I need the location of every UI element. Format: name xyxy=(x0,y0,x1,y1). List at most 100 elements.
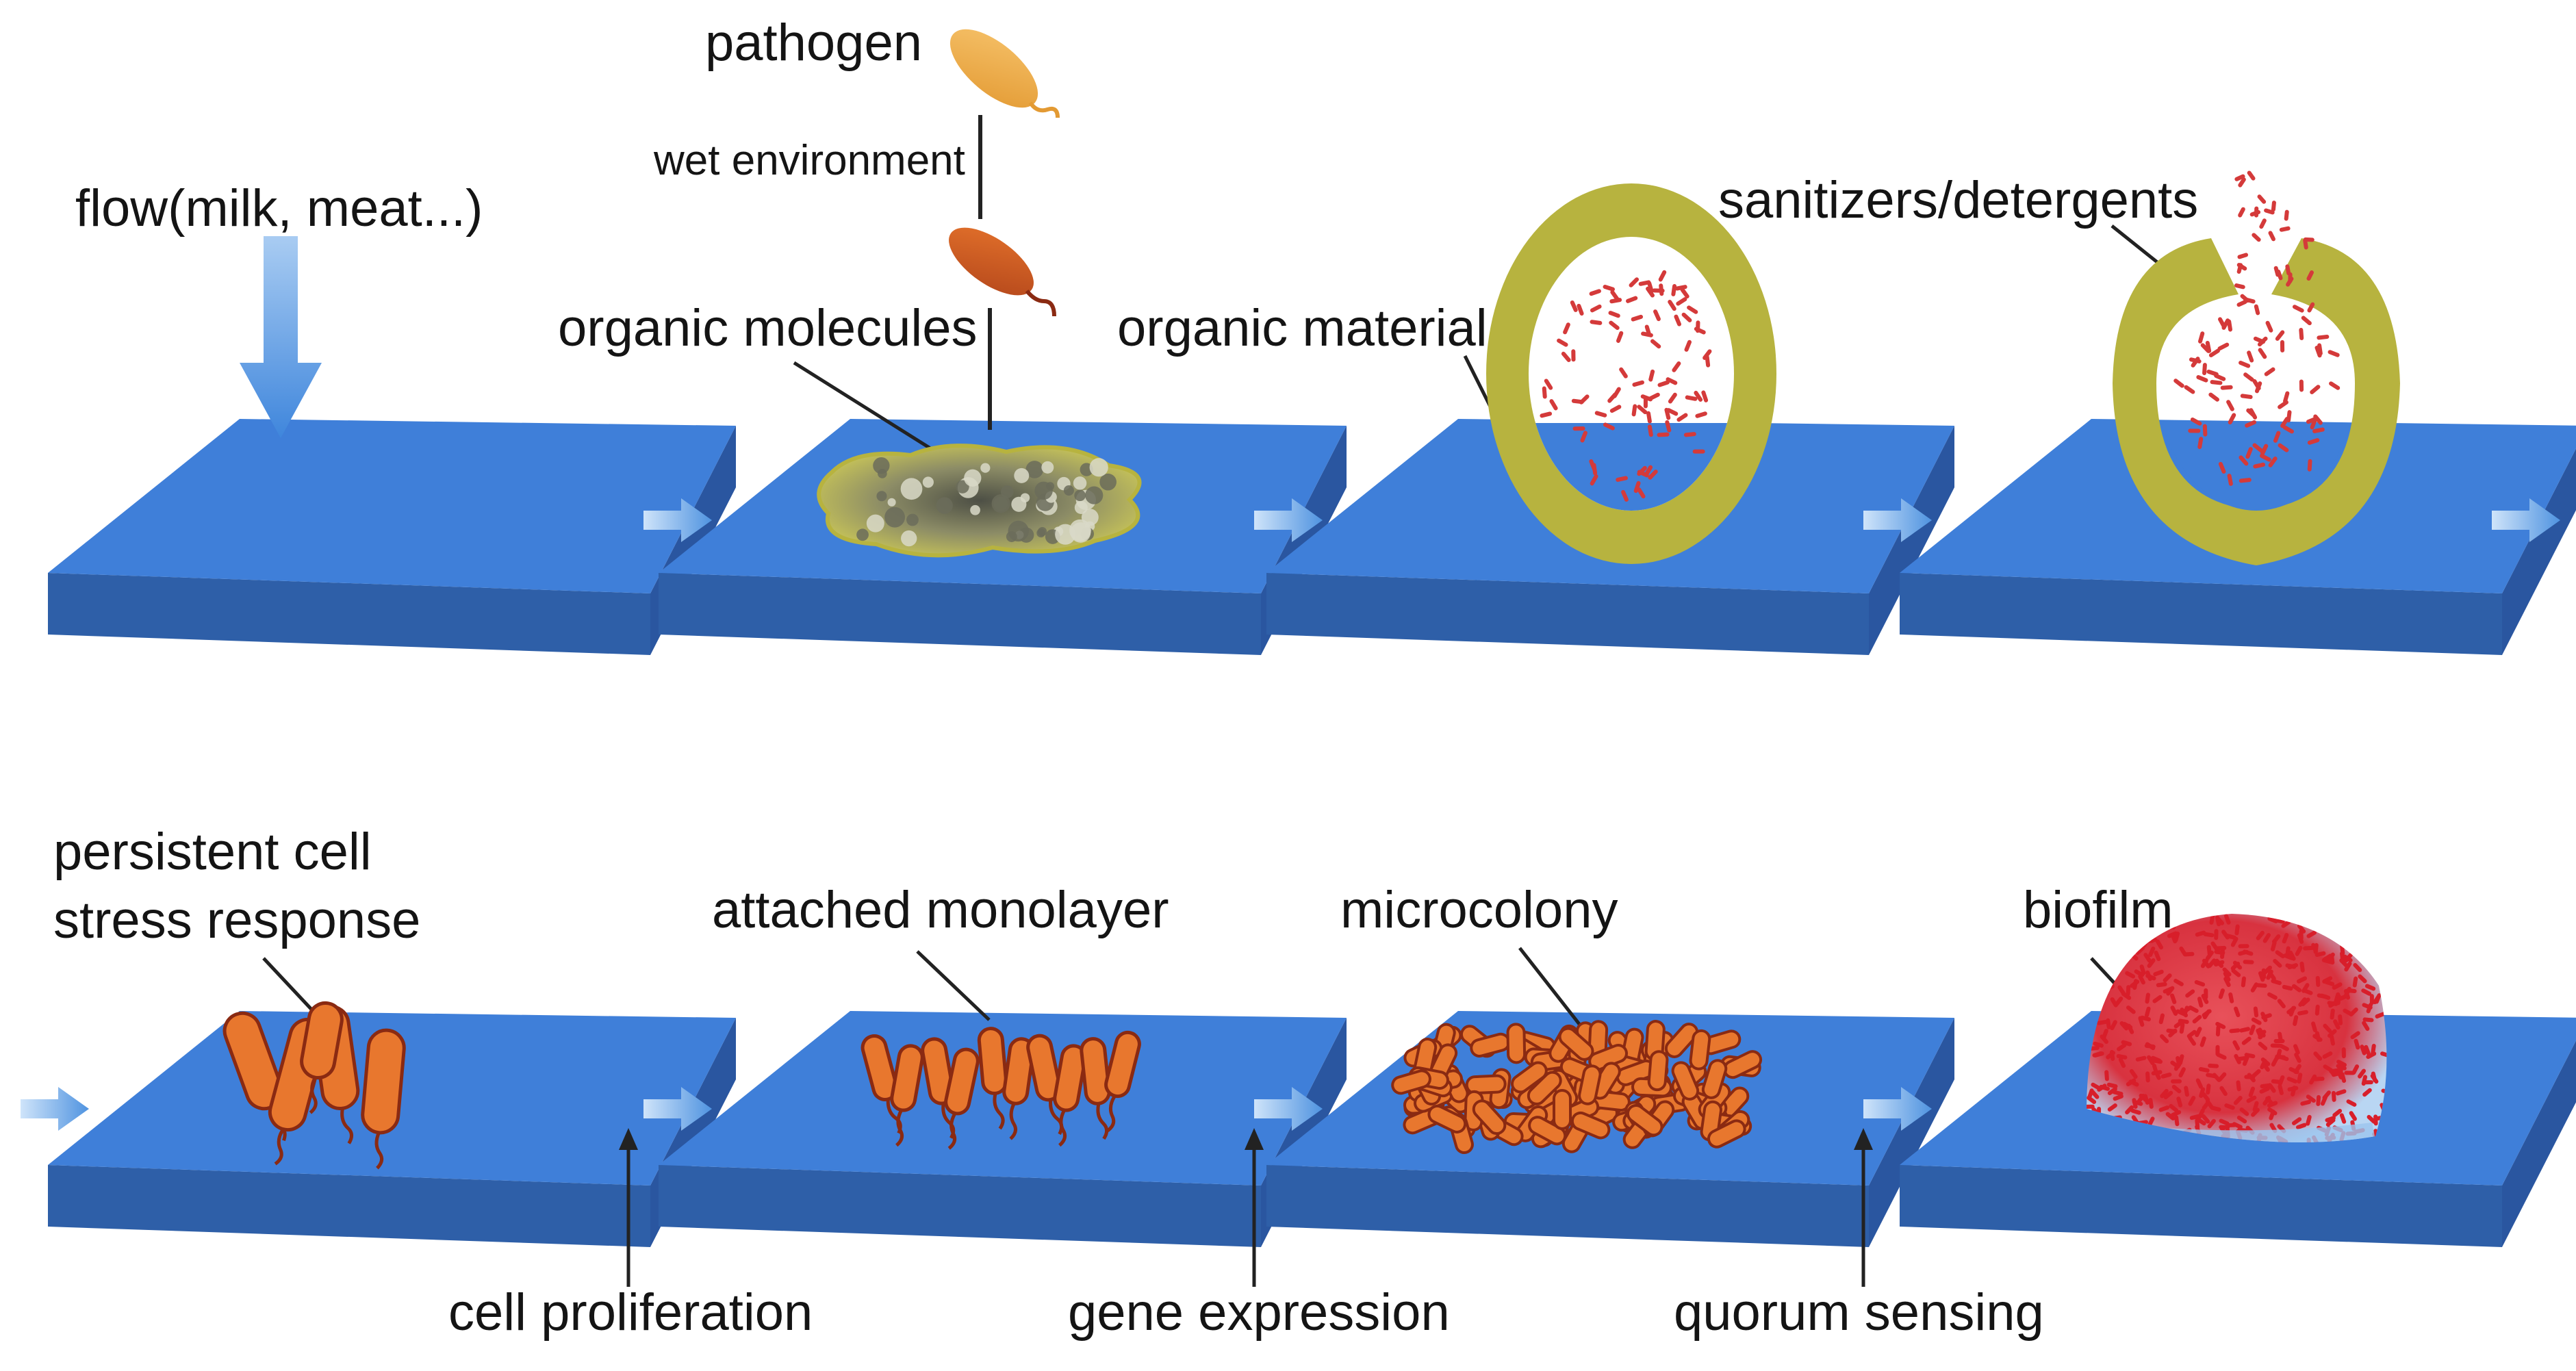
bacterium-dash xyxy=(1610,290,1620,301)
bacterium-dash xyxy=(2317,334,2330,340)
flagellum xyxy=(340,1107,353,1144)
bacterium-dash xyxy=(2264,367,2275,376)
biofilm-cell xyxy=(2346,1099,2357,1107)
biofilm-cell xyxy=(2132,979,2139,990)
cell-body xyxy=(1472,1099,1507,1136)
biofilm-cell xyxy=(2380,1051,2387,1058)
microcolony-cell xyxy=(1707,1119,1746,1149)
biofilm-cell xyxy=(2148,1097,2154,1109)
biofilm-cell xyxy=(2135,1055,2147,1062)
biofilm-cell xyxy=(2258,1042,2268,1051)
biofilm-cell xyxy=(2239,1107,2249,1116)
gene-expression-label: gene expression xyxy=(1068,1283,1450,1342)
bacterium-dash xyxy=(2313,414,2323,425)
biofilm-cell xyxy=(2352,932,2362,940)
cell-body xyxy=(1626,1104,1663,1137)
biofilm-cell xyxy=(2108,939,2115,951)
biofilm-cell xyxy=(2188,1095,2196,1106)
biofilm-cell xyxy=(2121,1040,2132,1047)
organic-material-shell xyxy=(1486,183,1776,564)
sanitizer-particle xyxy=(2247,170,2256,181)
biofilm-cell xyxy=(2317,993,2328,999)
biofilm-cell xyxy=(2182,1005,2193,1014)
bacterium-dash xyxy=(1540,411,1553,418)
bacterium-dash xyxy=(1648,392,1660,401)
biofilm-cell xyxy=(2087,1104,2095,1109)
biofilm-cell xyxy=(2230,961,2241,971)
biofilm-cell xyxy=(2323,979,2335,986)
biofilm-cell xyxy=(2195,1078,2203,1089)
bacterium-dash xyxy=(1676,297,1687,306)
bacterium-dash xyxy=(1643,396,1648,409)
bacterium-dash xyxy=(1648,470,1658,480)
biofilm-cell xyxy=(2343,1008,2354,1016)
biofilm-cell xyxy=(2314,1004,2320,1016)
cell-body xyxy=(944,1047,980,1116)
bacterium-dash xyxy=(1590,474,1598,486)
bacterium-dash xyxy=(2278,443,2289,452)
sanitizer-particle xyxy=(2237,253,2249,259)
bacterium-dash xyxy=(1692,449,1705,454)
biofilm-cell xyxy=(2116,1053,2128,1060)
biofilm-cell xyxy=(2154,950,2161,962)
sanitizer-particle xyxy=(2238,207,2245,218)
bacterium-dash xyxy=(1603,285,1615,292)
panel-microcolony: microcolony gene expression xyxy=(1068,881,1763,1342)
biofilm-cell xyxy=(2147,958,2156,969)
molecule-dot xyxy=(1036,528,1046,538)
biofilm-cell xyxy=(2286,1077,2297,1084)
biofilm-cell xyxy=(2241,976,2247,988)
bacterium-dash xyxy=(1637,487,1646,499)
biofilm-cell xyxy=(2137,1093,2145,1103)
down-arrow-icon xyxy=(240,236,322,438)
bacterium-dash xyxy=(1694,390,1703,402)
cell-proliferation-label: cell proliferation xyxy=(448,1283,813,1342)
biofilm-cell xyxy=(2288,950,2296,961)
molecule-dot xyxy=(1085,486,1104,504)
biofilm-cell xyxy=(2171,1079,2182,1084)
monolayer-cell xyxy=(1104,1030,1141,1133)
sanitizer-particle xyxy=(2306,270,2314,281)
cell-body xyxy=(1707,1119,1746,1149)
microcolony-cells xyxy=(1391,1020,1763,1155)
molecule-dot xyxy=(1055,524,1076,545)
monolayer-cell xyxy=(1080,1037,1111,1140)
biofilm-cell xyxy=(2332,982,2343,990)
biofilm-cell xyxy=(2312,1034,2323,1042)
biofilm-cell xyxy=(2097,989,2106,1000)
biofilm-cell xyxy=(2306,1094,2316,1103)
cell-body xyxy=(1427,1104,1467,1133)
cell-body xyxy=(1104,1030,1141,1099)
biofilm-cell xyxy=(2224,1103,2235,1110)
biofilm-cell xyxy=(2107,1103,2117,1112)
biofilm-cell xyxy=(2117,985,2126,995)
biofilm-cell xyxy=(2171,1084,2182,1094)
biofilm-cell xyxy=(2300,1099,2311,1106)
biofilm-cell xyxy=(2344,986,2351,997)
biofilm-cell xyxy=(2350,1031,2360,1040)
biofilm-cell xyxy=(2223,977,2231,987)
biofilm-cell xyxy=(2297,914,2306,924)
biofilm-cell xyxy=(2267,992,2278,1000)
biofilm-cell xyxy=(2275,950,2285,959)
biofilm-cell xyxy=(2301,914,2311,921)
sanitizer-particle xyxy=(2264,208,2275,215)
biofilm-cell xyxy=(2336,1060,2347,1067)
biofilm-cell xyxy=(2301,997,2310,1007)
biofilm-cell xyxy=(2295,1123,2307,1129)
molecule-dot xyxy=(1099,473,1117,491)
sanitizer-particle xyxy=(2238,177,2246,188)
sanitizer-particle xyxy=(2240,294,2250,303)
biofilm-cell xyxy=(2129,1069,2138,1079)
bacterium-dash xyxy=(2254,381,2262,394)
bacterium-dash xyxy=(1681,312,1692,322)
biofilm-cell xyxy=(2145,1071,2150,1083)
bacterium-dash xyxy=(2239,455,2249,466)
bacterium-dash xyxy=(1631,404,1637,417)
biofilm-cell xyxy=(2256,930,2265,940)
biofilm-cell xyxy=(2243,960,2254,964)
biofilm-cell xyxy=(2139,964,2146,975)
biofilm-cell xyxy=(2322,1051,2333,1059)
cell-body xyxy=(1664,1023,1699,1058)
biofilm-cell xyxy=(2195,1027,2202,1038)
